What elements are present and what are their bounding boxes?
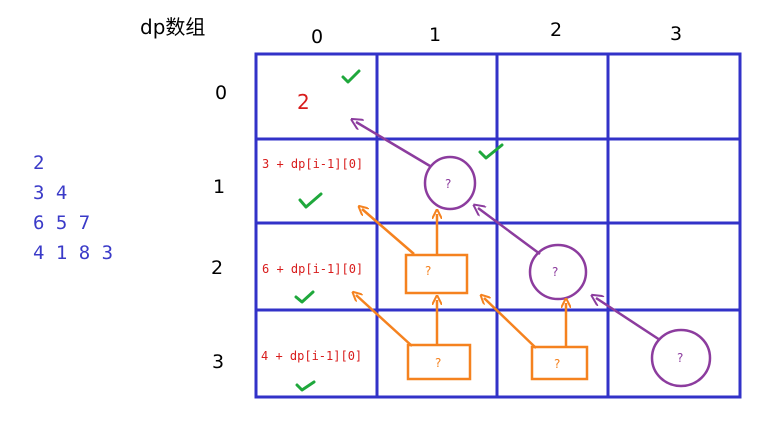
triangle-row: 3 4 bbox=[33, 182, 68, 204]
triangle-input: 2 3 4 6 5 7 4 1 8 3 bbox=[33, 148, 113, 268]
cell-formula-r3c0: 4 + dp[i-1][0] bbox=[261, 349, 363, 363]
arrow bbox=[596, 298, 661, 342]
grid-lines bbox=[254, 52, 742, 399]
triangle-row: 4 1 8 3 bbox=[33, 242, 114, 264]
circle-shape bbox=[528, 243, 588, 301]
circle-shape bbox=[423, 155, 477, 211]
column-header: 3 bbox=[670, 23, 683, 45]
unknown-mark: ? bbox=[435, 356, 442, 370]
column-header: 0 bbox=[311, 26, 324, 48]
unknown-mark: ? bbox=[425, 264, 432, 278]
arrow bbox=[484, 298, 537, 349]
row-header: 2 bbox=[211, 257, 224, 279]
column-header: 1 bbox=[429, 24, 442, 46]
cell-value-r0c0: 2 bbox=[297, 90, 310, 114]
column-header: 2 bbox=[550, 19, 563, 41]
row-header: 3 bbox=[212, 351, 225, 373]
unknown-mark: ? bbox=[554, 357, 561, 371]
check-icon bbox=[341, 69, 361, 84]
cell-formula-r1c0: 3 + dp[i-1][0] bbox=[262, 157, 364, 171]
box-shape bbox=[406, 343, 472, 381]
row-header: 1 bbox=[213, 176, 226, 198]
circle-shape bbox=[650, 328, 712, 388]
row-header: 0 bbox=[215, 82, 228, 104]
arrow bbox=[478, 208, 541, 256]
unknown-mark: ? bbox=[445, 177, 452, 191]
triangle-row: 6 5 7 bbox=[33, 212, 91, 234]
unknown-mark: ? bbox=[677, 351, 684, 365]
unknown-mark: ? bbox=[552, 265, 559, 279]
cell-formula-r2c0: 6 + dp[i-1][0] bbox=[262, 262, 364, 276]
check-icon bbox=[295, 380, 316, 392]
arrow bbox=[356, 295, 413, 347]
check-icon bbox=[298, 192, 323, 209]
triangle-row: 2 bbox=[33, 152, 45, 174]
box-shape bbox=[404, 253, 469, 295]
check-icon bbox=[478, 143, 504, 160]
check-icon bbox=[294, 290, 315, 304]
arrow bbox=[356, 122, 431, 168]
arrow bbox=[362, 209, 415, 255]
diagram-title: dp数组 bbox=[140, 15, 206, 39]
box-shape bbox=[530, 345, 589, 381]
